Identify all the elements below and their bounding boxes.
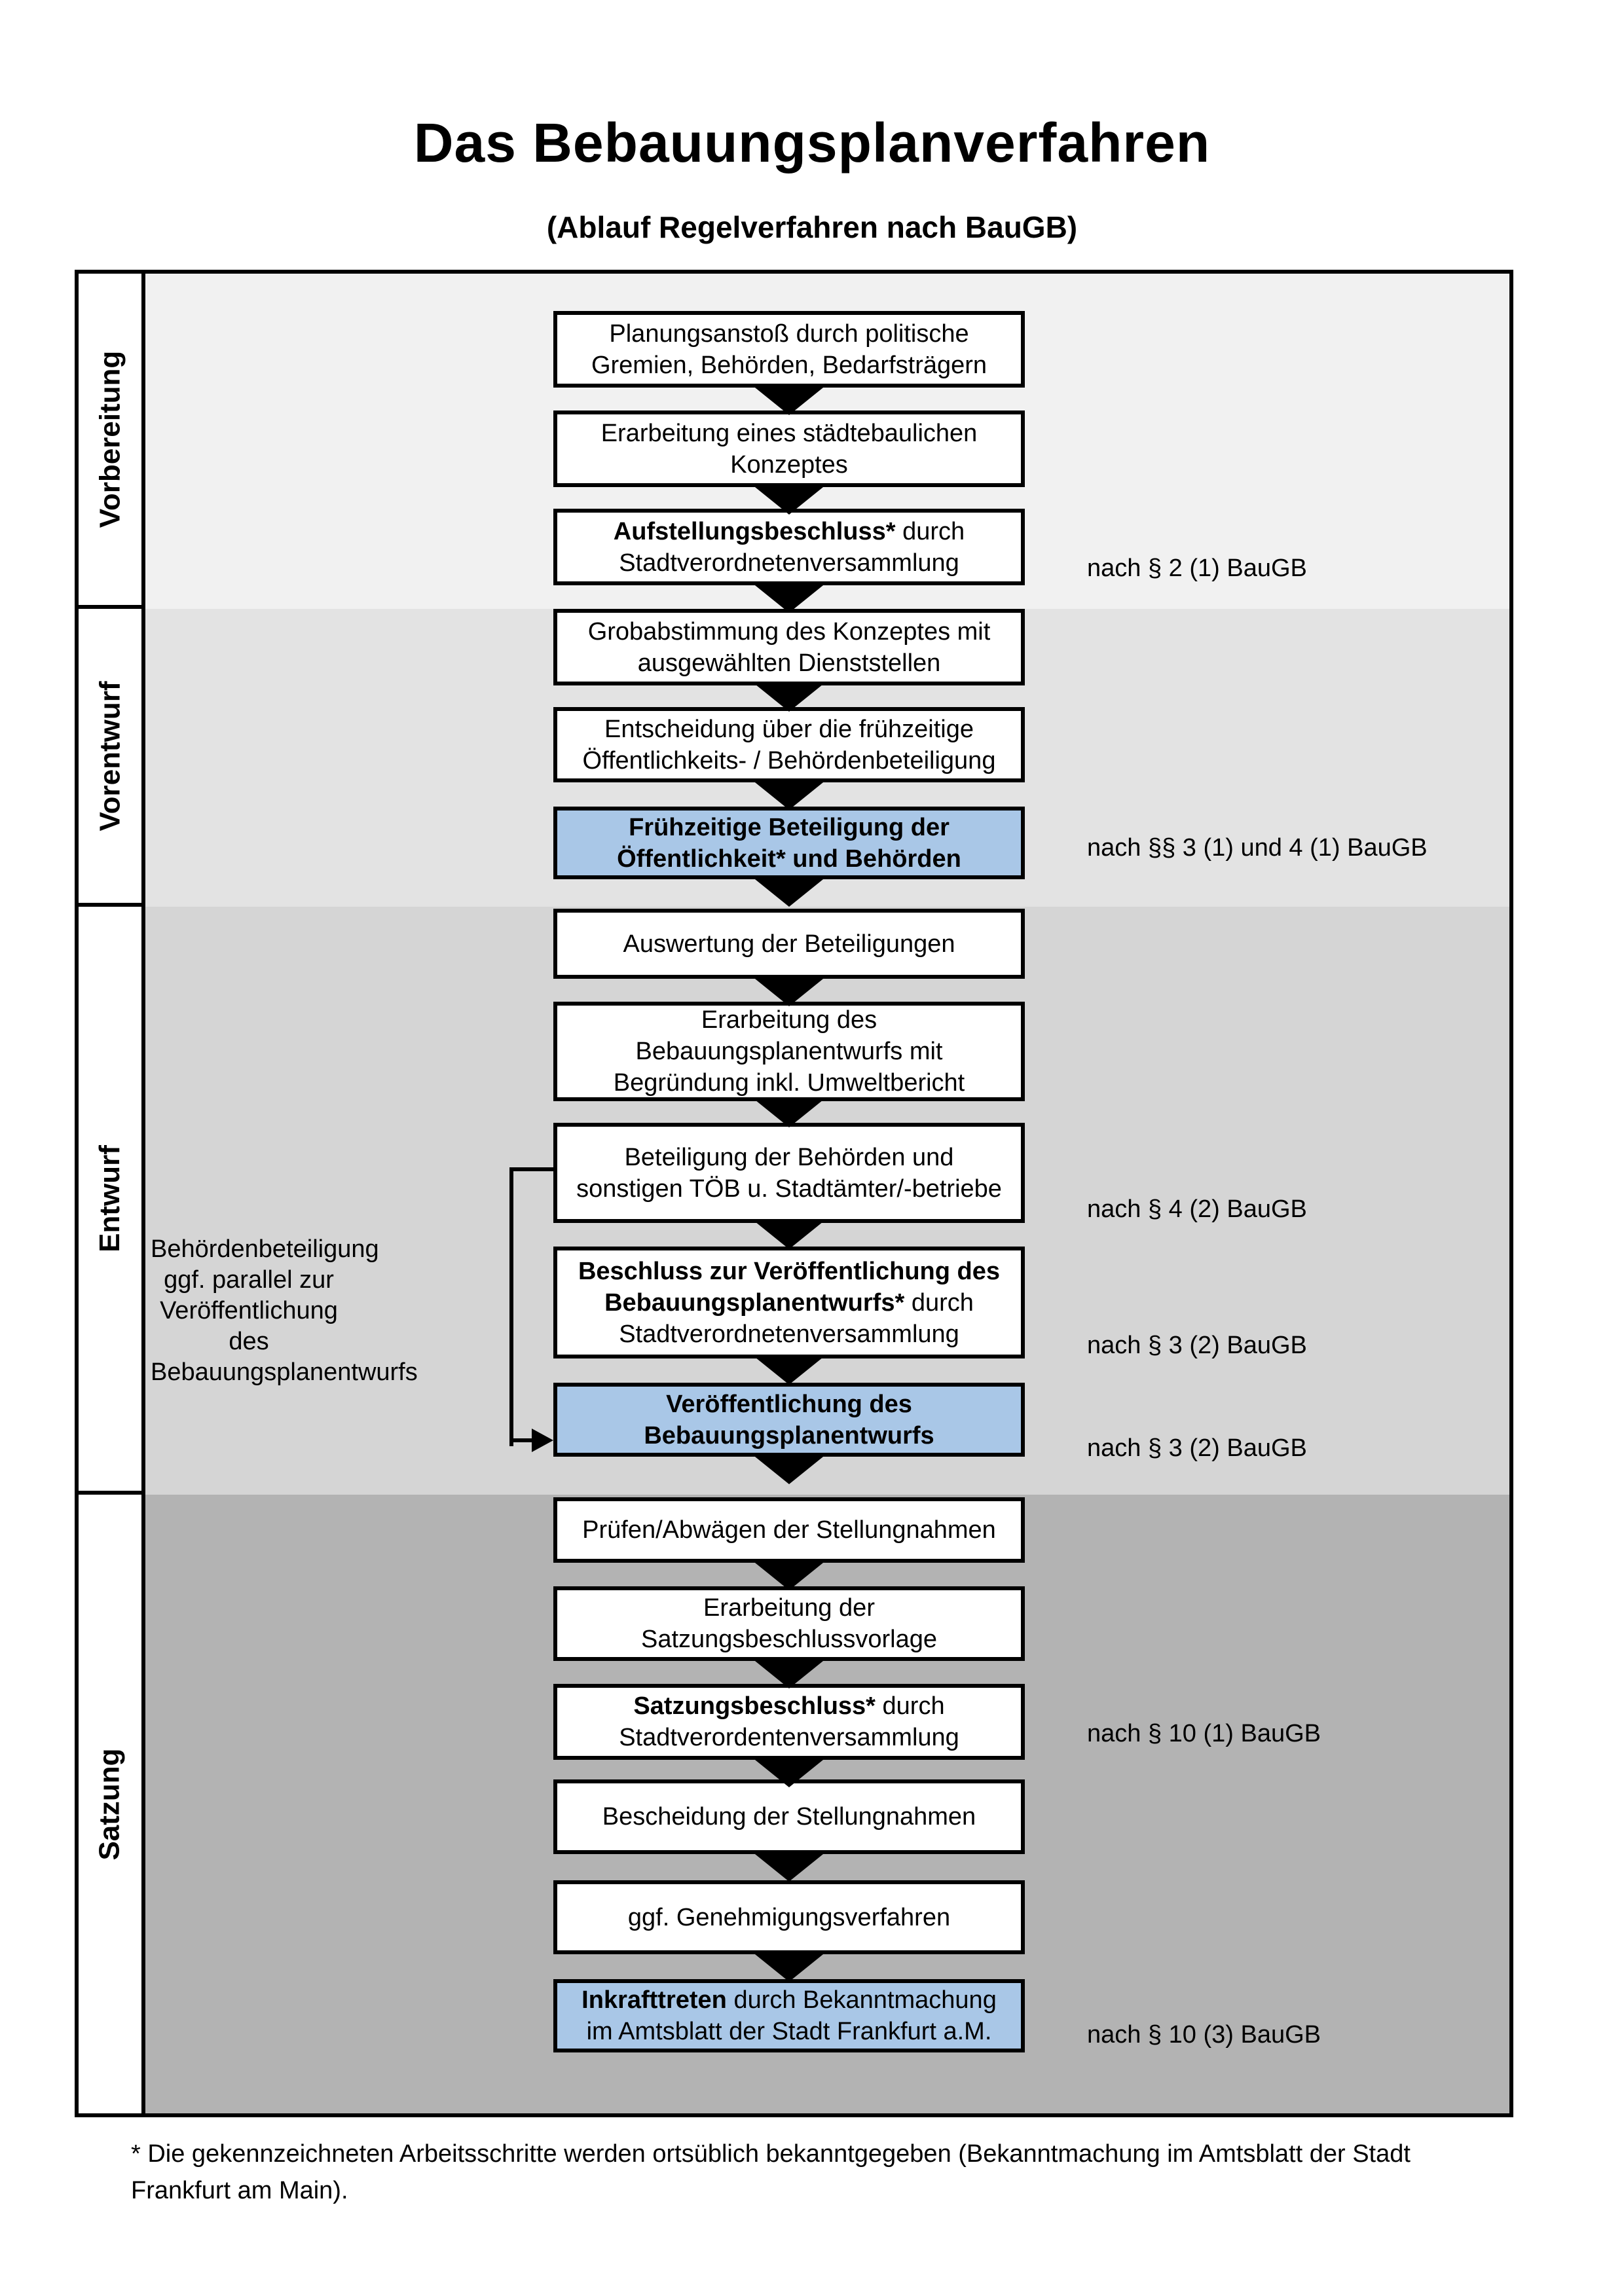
law-reference: nach § 2 (1) BauGB (1087, 554, 1307, 582)
flow-arrow-down-icon (752, 1851, 826, 1882)
law-reference: nach § 3 (2) BauGB (1087, 1331, 1307, 1359)
process-step-box: Auswertung der Beteiligungen (553, 909, 1025, 979)
phase-label-text: Satzung (94, 1747, 126, 1861)
flow-arrow-down-icon (752, 385, 826, 415)
process-step-box: ggf. Genehmigungsverfahren (553, 1880, 1025, 1954)
flow-arrow-down-icon (752, 780, 826, 810)
flow-arrow-down-icon (752, 1952, 826, 1982)
process-step-box: Bescheidung der Stellungnahmen (553, 1779, 1025, 1854)
parallel-arrow-right-icon (532, 1429, 553, 1452)
footnote: * Die gekennzeichneten Arbeitsschritte w… (131, 2140, 1411, 2204)
parallel-connector-vertical (509, 1167, 513, 1446)
phase-label-vorentwurf: Vorentwurf (79, 609, 145, 907)
parallel-connector-bottom (509, 1438, 536, 1442)
flow-arrow-down-icon (752, 1355, 826, 1385)
flow-arrow-down-icon (752, 1658, 826, 1688)
flow-arrow-down-icon (752, 583, 826, 613)
flow-arrow-down-icon (752, 1454, 826, 1484)
flow-arrow-down-icon (752, 682, 826, 712)
phase-label-text: Vorbereitung (94, 350, 126, 528)
law-reference: nach § 10 (3) BauGB (1087, 2020, 1321, 2049)
flow-arrow-down-icon (752, 1097, 826, 1127)
law-reference: nach § 3 (2) BauGB (1087, 1434, 1307, 1462)
law-reference: nach §§ 3 (1) und 4 (1) BauGB (1087, 833, 1428, 862)
law-reference: nach § 4 (2) BauGB (1087, 1195, 1307, 1223)
phase-label-vorbereitung: Vorbereitung (79, 274, 145, 609)
flow-arrow-down-icon (752, 1757, 826, 1787)
phase-label-text: Vorentwurf (94, 681, 126, 831)
page-title: Das Bebauungsplanverfahren (413, 112, 1211, 173)
phase-label-entwurf: Entwurf (79, 907, 145, 1495)
phase-label-text: Entwurf (94, 1145, 126, 1252)
phase-label-satzung: Satzung (79, 1495, 145, 2113)
process-step-box: Prüfen/Abwägen der Stellungnahmen (553, 1497, 1025, 1563)
flow-arrow-down-icon (752, 1219, 826, 1249)
flow-arrow-down-icon (752, 877, 826, 907)
page-subtitle: (Ablauf Regelverfahren nach BauGB) (546, 210, 1078, 244)
flow-arrow-down-icon (752, 484, 826, 515)
flow-arrow-down-icon (752, 1560, 826, 1590)
law-reference: nach § 10 (1) BauGB (1087, 1719, 1321, 1747)
flow-arrow-down-icon (752, 976, 826, 1006)
parallel-connector-top (509, 1167, 555, 1171)
